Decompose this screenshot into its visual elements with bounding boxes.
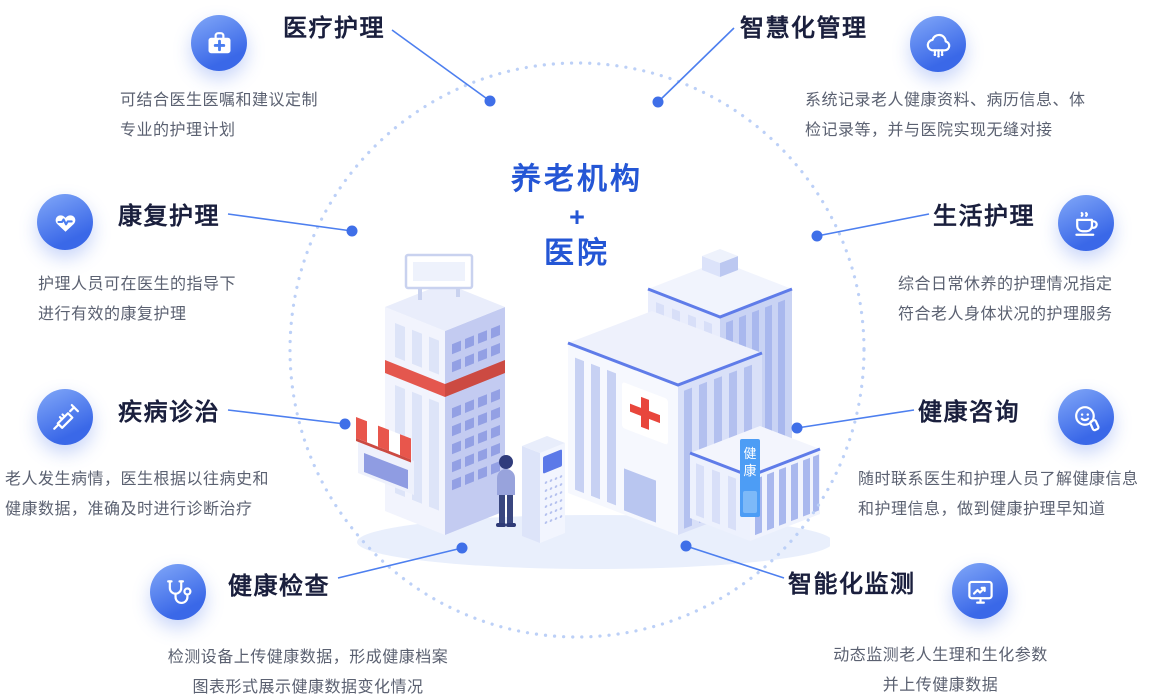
phone-consult-icon bbox=[1058, 389, 1114, 445]
desc-line: 图表形式展示健康数据变化情况 bbox=[192, 679, 424, 696]
first-aid-kit-icon bbox=[191, 15, 247, 71]
desc-line: 可结合医生医嘱和建议定制 bbox=[120, 92, 319, 109]
banner-char-2: 康 bbox=[743, 463, 756, 478]
feature-title-health-check: 健康检查 bbox=[228, 573, 330, 600]
desc-line: 系统记录老人健康资料、病历信息、体 bbox=[805, 92, 1086, 109]
coffee-cup-icon bbox=[1058, 195, 1114, 251]
feature-title-life-care: 生活护理 bbox=[933, 203, 1035, 230]
cloud-network-icon bbox=[910, 16, 966, 72]
feature-desc-life-care: 综合日常休养的护理情况指定 符合老人身体状况的护理服务 bbox=[898, 270, 1113, 330]
desc-line: 检记录等，并与医院实现无缝对接 bbox=[805, 122, 1053, 139]
desc-line: 进行有效的康复护理 bbox=[38, 306, 187, 323]
hospital-banner: 健 康 bbox=[740, 439, 760, 517]
feature-desc-smart-management: 系统记录老人健康资料、病历信息、体 检记录等，并与医院实现无缝对接 bbox=[805, 86, 1086, 146]
feature-desc-medical-care: 可结合医生医嘱和建议定制 专业的护理计划 bbox=[120, 86, 318, 146]
feature-desc-health-consult: 随时联系医生和护理人员了解健康信息 和护理信息，做到健康护理早知道 bbox=[858, 465, 1139, 525]
desc-line: 健康数据，准确及时进行诊断治疗 bbox=[5, 501, 253, 518]
feature-title-rehab-care: 康复护理 bbox=[118, 203, 220, 230]
stethoscope-icon bbox=[150, 564, 206, 620]
desc-line: 护理人员可在医生的指导下 bbox=[38, 276, 237, 293]
desc-line: 检测设备上传健康数据，形成健康档案 bbox=[167, 649, 449, 666]
feature-title-smart-monitor: 智能化监测 bbox=[788, 571, 916, 598]
desc-line: 符合老人身体状况的护理服务 bbox=[898, 306, 1113, 323]
desc-line: 专业的护理计划 bbox=[120, 122, 236, 139]
desc-line: 综合日常休养的护理情况指定 bbox=[898, 276, 1113, 293]
desc-line: 老人发生病情，医生根据以往病史和 bbox=[5, 471, 270, 488]
heart-pulse-icon bbox=[37, 194, 93, 250]
feature-desc-smart-monitor: 动态监测老人生理和生化参数 并上传健康数据 bbox=[818, 641, 1063, 700]
center-plus: + bbox=[569, 202, 585, 232]
building-illustration: 健 康 bbox=[356, 249, 830, 569]
center-line-2: 医院 bbox=[544, 237, 610, 270]
feature-title-disease-treatment: 疾病诊治 bbox=[118, 399, 220, 426]
desc-line: 随时联系医生和护理人员了解健康信息 bbox=[858, 471, 1139, 488]
info-kiosk bbox=[522, 436, 565, 543]
residential-tower bbox=[385, 253, 505, 535]
banner-char-1: 健 bbox=[743, 446, 756, 461]
feature-desc-rehab-care: 护理人员可在医生的指导下 进行有效的康复护理 bbox=[38, 270, 236, 330]
center-line-1: 养老机构 bbox=[511, 163, 643, 196]
feature-title-smart-management: 智慧化管理 bbox=[740, 15, 868, 42]
desc-line: 和护理信息，做到健康护理早知道 bbox=[858, 501, 1106, 518]
desc-line: 并上传健康数据 bbox=[882, 677, 999, 694]
feature-desc-disease-treatment: 老人发生病情，医生根据以往病史和 健康数据，准确及时进行诊断治疗 bbox=[5, 465, 269, 525]
syringe-icon bbox=[37, 389, 93, 445]
feature-title-medical-care: 医疗护理 bbox=[283, 15, 385, 42]
center-label: 养老机构 + 医院 bbox=[468, 160, 686, 274]
desc-line: 动态监测老人生理和生化参数 bbox=[833, 647, 1048, 664]
monitor-chart-icon bbox=[952, 563, 1008, 619]
feature-title-health-consult: 健康咨询 bbox=[918, 399, 1020, 426]
feature-desc-health-check: 检测设备上传健康数据，形成健康档案 图表形式展示健康数据变化情况 bbox=[148, 643, 468, 700]
